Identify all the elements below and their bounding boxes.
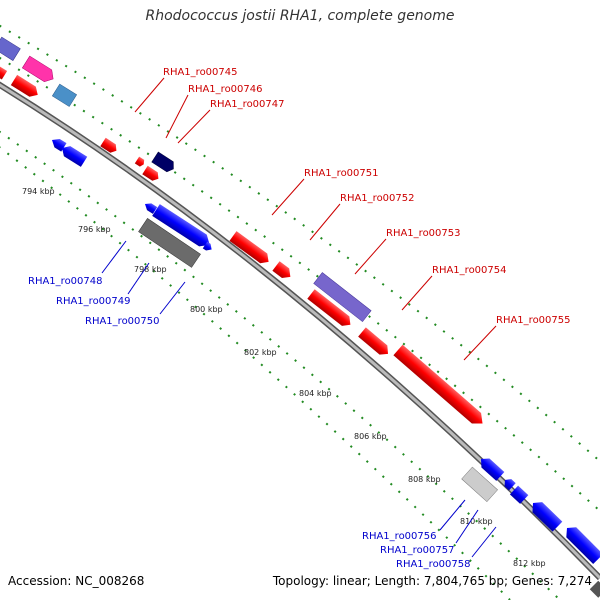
- gene-label[interactable]: RHA1_ro00745: [163, 67, 238, 78]
- gene-arrow: [152, 204, 210, 247]
- gene-arrow: [393, 344, 483, 424]
- gene-arrow: [566, 527, 600, 565]
- gene-arrow: [504, 479, 516, 491]
- gene-arrow: [313, 272, 372, 323]
- kbp-tick-label: 796 kbp: [78, 225, 111, 234]
- track-outer-upper: [0, 24, 600, 463]
- reverse-gene-labels: RHA1_ro00748 RHA1_ro00749 RHA1_ro00750 R…: [28, 276, 471, 570]
- gene-arrow: [100, 137, 117, 153]
- gene-arrow: [481, 458, 505, 481]
- reverse-genes: [52, 138, 600, 598]
- gene-arrow: [134, 156, 145, 167]
- genome-backbone-highlight: [0, 83, 600, 580]
- gene-label[interactable]: RHA1_ro00758: [396, 559, 471, 570]
- kbp-tick-label: 810 kbp: [460, 517, 493, 526]
- forward-genes: [0, 36, 483, 424]
- gene-label[interactable]: RHA1_ro00748: [28, 276, 103, 287]
- gene-label[interactable]: RHA1_ro00754: [432, 265, 507, 276]
- gene-label[interactable]: RHA1_ro00757: [380, 545, 455, 556]
- accession-label: Accession: NC_008268: [8, 574, 145, 588]
- gene-arrow: [10, 74, 38, 97]
- gene-label[interactable]: RHA1_ro00753: [386, 228, 461, 239]
- gene-arrow: [532, 502, 563, 532]
- gene-label[interactable]: RHA1_ro00755: [496, 315, 571, 326]
- gene-arrow: [138, 218, 201, 268]
- gene-label[interactable]: RHA1_ro00756: [362, 531, 437, 542]
- gene-arrow: [151, 151, 174, 173]
- gene-label[interactable]: RHA1_ro00746: [188, 84, 263, 95]
- gene-arrow: [461, 466, 498, 503]
- leader-lines-forward: [134, 77, 497, 361]
- gene-arrow: [202, 241, 212, 251]
- gene-arrow: [358, 327, 389, 355]
- kbp-tick-label: 800 kbp: [190, 305, 223, 314]
- gene-label[interactable]: RHA1_ro00752: [340, 193, 415, 204]
- kbp-tick-label: 804 kbp: [299, 389, 332, 398]
- gene-arrow: [62, 146, 88, 167]
- topology-label: Topology: linear; Length: 7,804,765 bp; …: [272, 574, 592, 588]
- track-outer-lower: [0, 146, 511, 600]
- map-title: Rhodococcus jostii RHA1, complete genome: [145, 8, 455, 24]
- track-inner-upper: [0, 56, 600, 513]
- gene-label[interactable]: RHA1_ro00750: [85, 316, 160, 327]
- kbp-tick-label: 798 kbp: [134, 265, 167, 274]
- genome-backbone: [0, 81, 600, 581]
- kbp-tick-label: 802 kbp: [244, 348, 277, 357]
- gene-arrow: [142, 165, 159, 181]
- gene-arrow: [229, 231, 269, 264]
- kbp-tick-label: 806 kbp: [354, 432, 387, 441]
- gene-arrow: [272, 261, 291, 279]
- kbp-tick-label: 794 kbp: [22, 187, 55, 196]
- kbp-tick-label: 808 kbp: [408, 475, 441, 484]
- gene-label[interactable]: RHA1_ro00751: [304, 168, 379, 179]
- gene-label[interactable]: RHA1_ro00749: [56, 296, 131, 307]
- leader-lines-reverse: [101, 240, 497, 558]
- gene-arrow: [145, 203, 158, 214]
- gene-arrow: [21, 55, 54, 82]
- gene-arrow: [509, 485, 529, 504]
- gene-arrow: [307, 289, 351, 326]
- track-inner-lower: [0, 130, 561, 600]
- gene-arrow: [51, 83, 78, 107]
- grid-tracks: [0, 24, 600, 600]
- gene-arrow: [0, 36, 21, 61]
- forward-gene-labels: RHA1_ro00745 RHA1_ro00746 RHA1_ro00747 R…: [163, 67, 571, 326]
- kbp-tick-label: 812 kbp: [513, 559, 546, 568]
- gene-arrow: [0, 65, 8, 80]
- kbp-tick-labels: 794 kbp 796 kbp 798 kbp 800 kbp 802 kbp …: [22, 187, 546, 568]
- gene-label[interactable]: RHA1_ro00747: [210, 99, 285, 110]
